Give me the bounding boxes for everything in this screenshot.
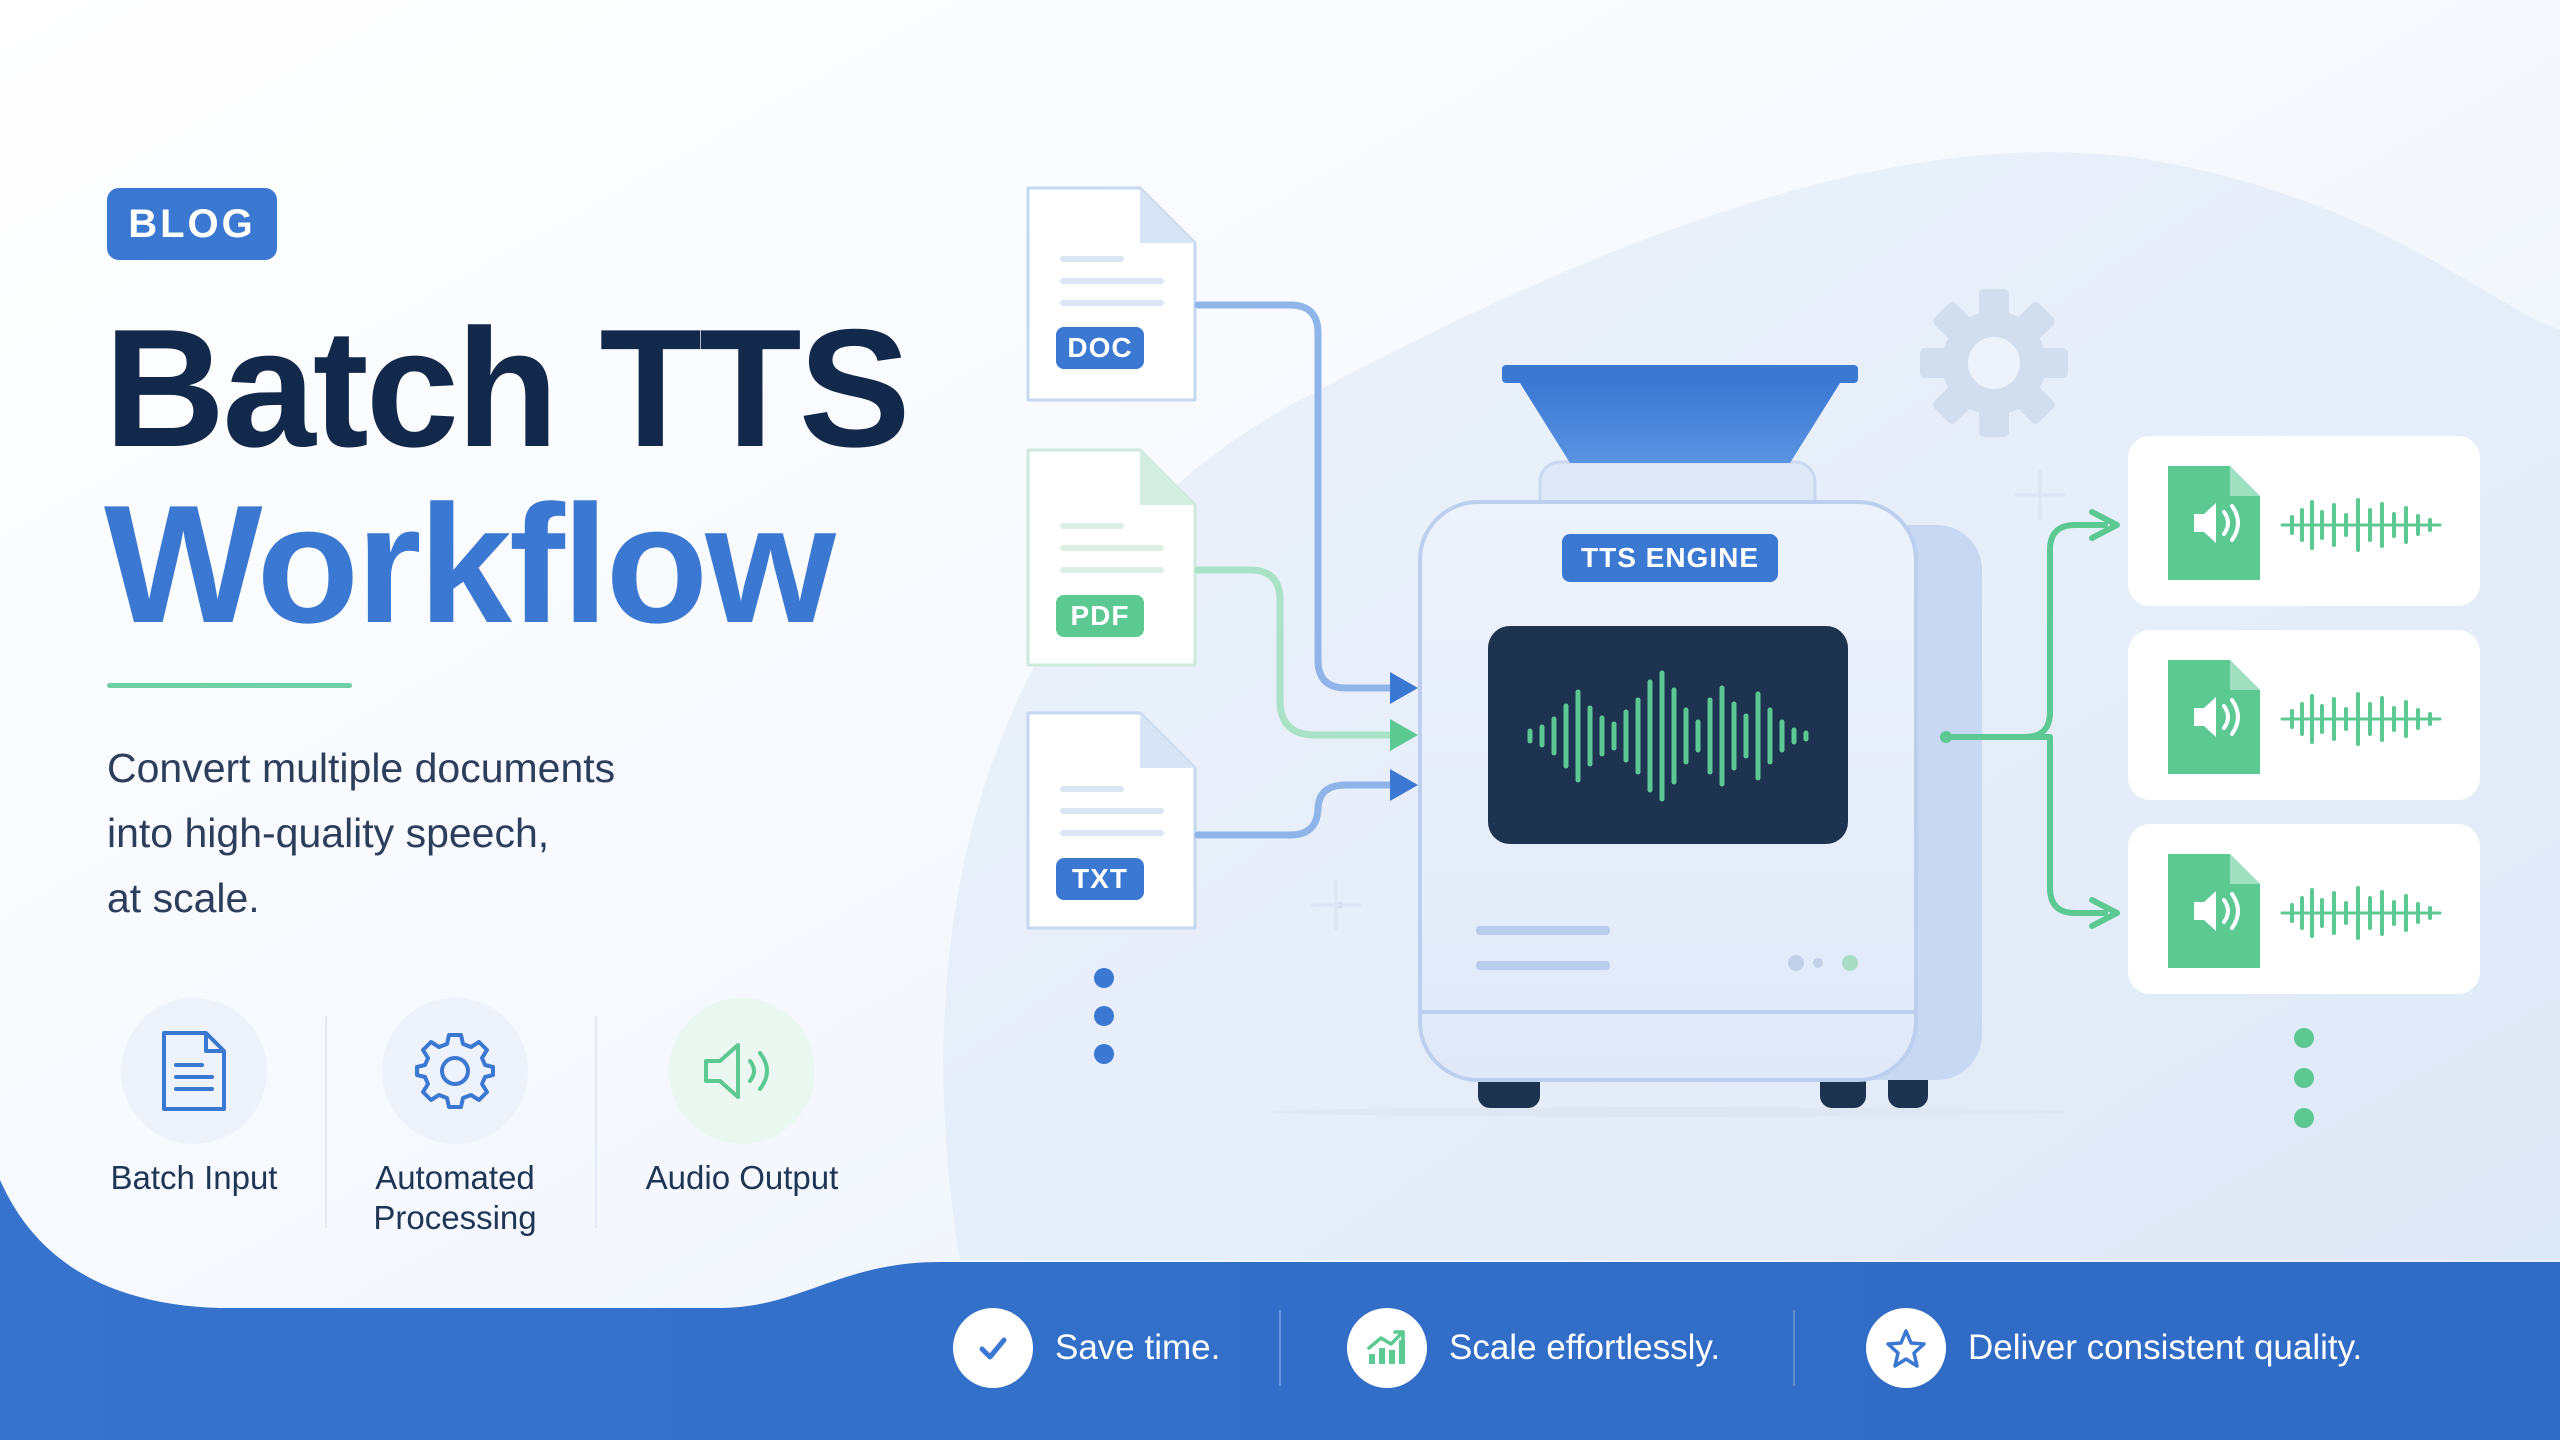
audio-waveform bbox=[2280, 498, 2442, 552]
feature-divider bbox=[595, 1016, 597, 1228]
audio-output-card bbox=[2128, 436, 2480, 606]
engine-waveform bbox=[1527, 670, 1809, 802]
audio-file-icon bbox=[2168, 466, 2260, 580]
feature-label: Batch Input bbox=[110, 1159, 278, 1196]
feature-automated-processing: Automated Processing bbox=[325, 998, 585, 1238]
more-outputs-dots bbox=[2294, 1028, 2314, 1128]
subtitle-line: into high-quality speech, bbox=[107, 810, 550, 856]
benefit-divider bbox=[1793, 1310, 1795, 1386]
txt-label: TXT bbox=[1056, 858, 1144, 900]
audio-file-icon bbox=[2168, 660, 2260, 774]
page-title: Batch TTS Workflow bbox=[104, 294, 911, 658]
audio-output-card bbox=[2128, 824, 2480, 994]
audio-output-card bbox=[2128, 630, 2480, 800]
benefit-scale: Scale effortlessly. bbox=[1347, 1308, 1720, 1388]
subtitle-line: at scale. bbox=[107, 875, 260, 921]
connector-txt bbox=[1194, 781, 1404, 839]
blog-badge: BLOG bbox=[107, 188, 277, 260]
subtitle-line: Convert multiple documents bbox=[107, 745, 616, 791]
feature-label: Automated Processing bbox=[373, 1159, 537, 1236]
connector-output bbox=[1943, 522, 2108, 916]
connector-arrowheads bbox=[1390, 672, 1418, 801]
pdf-label: PDF bbox=[1056, 595, 1144, 637]
benefit-divider bbox=[1279, 1310, 1281, 1386]
feature-label: Audio Output bbox=[645, 1159, 839, 1196]
title-line-2: Workflow bbox=[104, 470, 836, 658]
title-line-1: Batch TTS bbox=[104, 294, 911, 482]
benefit-save-time: Save time. bbox=[953, 1308, 1220, 1388]
benefit-text: Scale effortlessly. bbox=[1449, 1328, 1721, 1367]
audio-file-icon bbox=[2168, 854, 2260, 968]
benefit-text: Save time. bbox=[1055, 1328, 1221, 1367]
tts-engine-machine bbox=[1418, 365, 1982, 1108]
feature-audio-output: Audio Output bbox=[612, 998, 872, 1198]
growth-chart-icon bbox=[1347, 1308, 1427, 1388]
benefit-text: Deliver consistent quality. bbox=[1968, 1328, 2363, 1367]
connector-doc bbox=[1194, 301, 1404, 692]
feature-divider bbox=[325, 1016, 327, 1228]
title-underline bbox=[107, 683, 352, 688]
gear-decoration-icon bbox=[1920, 289, 2068, 437]
audio-waveform bbox=[2280, 692, 2442, 746]
engine-label: TTS ENGINE bbox=[1562, 534, 1778, 582]
star-icon bbox=[1866, 1308, 1946, 1388]
connector-pdf bbox=[1194, 566, 1404, 739]
subtitle: Convert multiple documents into high-qua… bbox=[107, 736, 727, 931]
feature-batch-input: Batch Input bbox=[64, 998, 324, 1198]
doc-label: DOC bbox=[1056, 327, 1144, 369]
document-icon bbox=[121, 998, 267, 1144]
gear-icon bbox=[382, 998, 528, 1144]
speaker-icon bbox=[669, 998, 815, 1144]
more-inputs-dots bbox=[1094, 968, 1114, 1064]
benefit-quality: Deliver consistent quality. bbox=[1866, 1308, 2362, 1388]
audio-waveform bbox=[2280, 886, 2442, 940]
check-icon bbox=[953, 1308, 1033, 1388]
